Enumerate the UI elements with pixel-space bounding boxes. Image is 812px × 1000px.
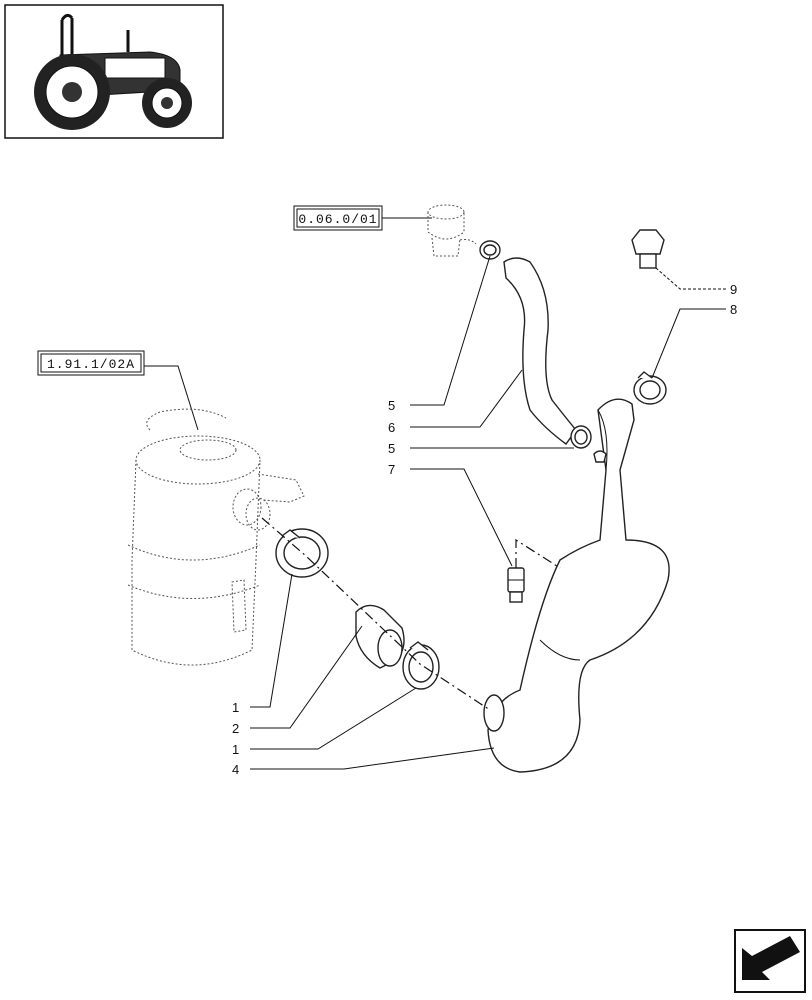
clamp-1-lower bbox=[402, 641, 440, 690]
arrow-back-icon[interactable] bbox=[734, 929, 806, 993]
callout-4: 4 bbox=[232, 762, 239, 777]
leader-4 bbox=[250, 747, 495, 770]
tractor-thumbnail-icon bbox=[4, 4, 224, 139]
callout-5-lower: 5 bbox=[388, 441, 395, 456]
hose-spigot bbox=[593, 450, 607, 463]
assembly-axis-line bbox=[261, 517, 491, 711]
clamp-5-lower bbox=[570, 425, 592, 449]
leader-8 bbox=[651, 308, 726, 379]
callout-8: 8 bbox=[730, 302, 737, 317]
sensor-7 bbox=[507, 567, 525, 603]
leader-5a bbox=[410, 255, 491, 406]
leader-6 bbox=[410, 369, 523, 428]
intake-duct-4 bbox=[483, 398, 670, 773]
plug-9 bbox=[631, 229, 665, 269]
ref-box-top[interactable]: 0.06.0/01 bbox=[293, 205, 383, 231]
callout-7: 7 bbox=[388, 462, 395, 477]
callout-1-upper: 1 bbox=[232, 700, 239, 715]
leader-2 bbox=[250, 625, 363, 729]
hose-coupling-2 bbox=[355, 604, 405, 669]
leader-1b bbox=[250, 687, 417, 750]
ref-box-left[interactable]: 1.91.1/02A bbox=[37, 350, 145, 376]
callout-1-lower: 1 bbox=[232, 742, 239, 757]
callout-6: 6 bbox=[388, 420, 395, 435]
clamp-5-upper bbox=[479, 240, 501, 260]
callout-2: 2 bbox=[232, 721, 239, 736]
breather-hose-6 bbox=[503, 257, 577, 445]
callout-5-upper: 5 bbox=[388, 398, 395, 413]
clamp-8 bbox=[633, 371, 667, 405]
ref-label-left: 1.91.1/02A bbox=[47, 357, 135, 372]
leader-7 bbox=[410, 468, 513, 567]
sensor-axis-line bbox=[515, 538, 561, 569]
breather-fitting bbox=[427, 204, 477, 257]
leader-1a bbox=[250, 573, 293, 708]
air-cleaner-housing bbox=[127, 408, 305, 666]
callout-9: 9 bbox=[730, 282, 737, 297]
leader-9 bbox=[655, 267, 726, 290]
ref-label-top: 0.06.0/01 bbox=[298, 212, 377, 227]
